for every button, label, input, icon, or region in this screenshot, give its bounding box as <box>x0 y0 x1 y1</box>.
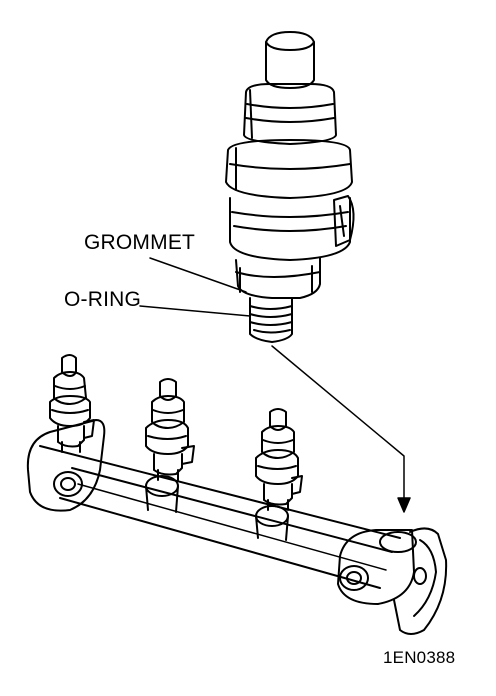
injector-small-3 <box>255 408 303 511</box>
figure-code: 1EN0388 <box>383 648 456 667</box>
injector-small-2 <box>145 378 195 481</box>
installation-arrow <box>271 345 411 513</box>
fuel-rail <box>26 419 448 635</box>
o-ring-label: O-RING <box>64 288 142 311</box>
leader-lines <box>139 257 251 317</box>
injector-small-1 <box>49 354 95 453</box>
grommet-label: GROMMET <box>84 231 196 254</box>
injector-large <box>225 31 355 343</box>
